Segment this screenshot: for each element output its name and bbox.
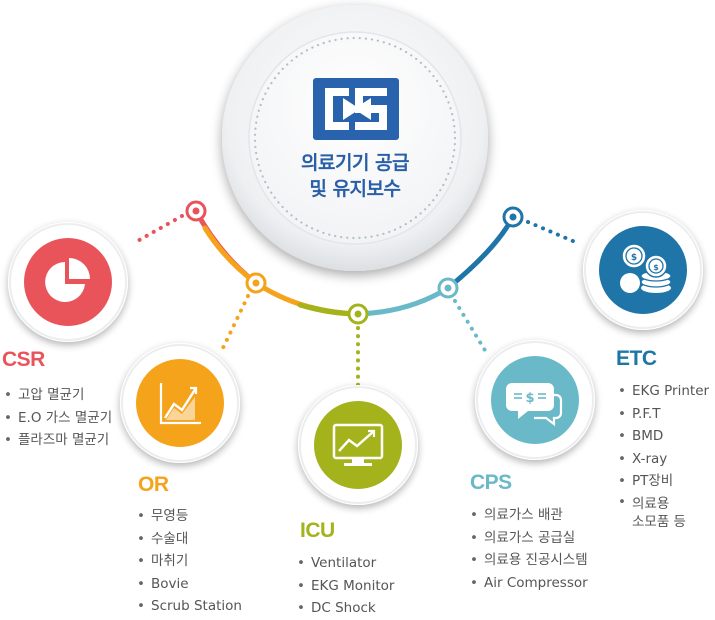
etc-label: ETC bbox=[616, 347, 657, 370]
list-item: Bovie bbox=[137, 573, 242, 596]
center-title: 의료기기 공급 및 유지보수 bbox=[240, 150, 470, 202]
list-item: EKG Printer bbox=[618, 380, 709, 403]
csr-label: CSR bbox=[2, 348, 45, 371]
node-or bbox=[120, 343, 240, 463]
node-dot-cps bbox=[437, 277, 459, 299]
dotted-line-cps bbox=[453, 299, 488, 354]
money-chat-icon: $ bbox=[506, 383, 563, 427]
list-item: 마취기 bbox=[137, 550, 242, 573]
node-dot-etc bbox=[502, 206, 524, 228]
list-item: Air Compressor bbox=[470, 572, 588, 595]
cs-logo-icon bbox=[313, 78, 399, 140]
node-dot-icu bbox=[347, 303, 369, 325]
or-item-list: 무영등 수술대 마취기 Bovie Scrub Station bbox=[137, 505, 242, 618]
list-item: 의료용 소모품 등 bbox=[618, 493, 709, 531]
list-item: X-ray bbox=[618, 448, 709, 471]
arc-segment-cps bbox=[355, 285, 451, 317]
center-title-line2: 및 유지보수 bbox=[309, 178, 401, 200]
dotted-line-or bbox=[220, 294, 250, 352]
svg-text:$: $ bbox=[653, 263, 659, 272]
cps-item-list: 의료가스 배관 의료가스 공급실 의료용 진공시스템 Air Compresso… bbox=[470, 504, 588, 594]
node-csr bbox=[8, 222, 128, 342]
arc-segment-etc bbox=[445, 214, 516, 291]
pie-chart-icon bbox=[45, 258, 90, 302]
icu-item-list: Ventilator EKG Monitor DC Shock bbox=[297, 552, 394, 620]
etc-item-list: EKG Printer P.F.T BMD X-ray PT장비 의료용 소모품… bbox=[618, 380, 709, 531]
node-icu bbox=[298, 385, 418, 505]
connector-nodes bbox=[185, 200, 524, 325]
growth-chart-icon bbox=[159, 383, 201, 425]
coins-icon: $ $ bbox=[620, 243, 672, 293]
svg-text:$: $ bbox=[631, 253, 637, 263]
central-hub bbox=[222, 5, 488, 271]
list-item: 무영등 bbox=[137, 505, 242, 528]
list-item: P.F.T bbox=[618, 403, 709, 426]
dotted-line-etc bbox=[526, 220, 582, 246]
list-item: Ventilator bbox=[297, 552, 394, 575]
cps-label: CPS bbox=[470, 471, 512, 494]
monitor-chart-icon bbox=[332, 423, 384, 466]
list-item: BMD bbox=[618, 425, 709, 448]
list-item: 고압 멸균기 bbox=[4, 384, 112, 407]
list-item: 의료가스 공급실 bbox=[470, 527, 588, 550]
list-item: E.O 가스 멸균기 bbox=[4, 407, 112, 430]
center-title-line1: 의료기기 공급 bbox=[301, 152, 410, 174]
list-item: PT장비 bbox=[618, 470, 709, 493]
node-cps: $ bbox=[475, 340, 595, 460]
list-item: EKG Monitor bbox=[297, 575, 394, 598]
svg-text:$: $ bbox=[525, 391, 534, 406]
or-label: OR bbox=[138, 473, 169, 496]
list-item: 의료용 진공시스템 bbox=[470, 549, 588, 572]
list-item: Scrub Station bbox=[137, 595, 242, 618]
node-dot-csr bbox=[185, 200, 207, 222]
dotted-connectors bbox=[132, 214, 582, 388]
icu-label: ICU bbox=[300, 519, 335, 542]
list-item: DC Shock bbox=[297, 597, 394, 620]
list-item: 수술대 bbox=[137, 528, 242, 551]
list-item: 플라즈마 멸균기 bbox=[4, 429, 112, 452]
list-item: 의료가스 배관 bbox=[470, 504, 588, 527]
node-etc: $ $ bbox=[583, 210, 703, 330]
dotted-line-csr bbox=[132, 214, 184, 245]
node-dot-or bbox=[245, 272, 267, 294]
csr-item-list: 고압 멸균기 E.O 가스 멸균기 플라즈마 멸균기 bbox=[4, 384, 112, 452]
